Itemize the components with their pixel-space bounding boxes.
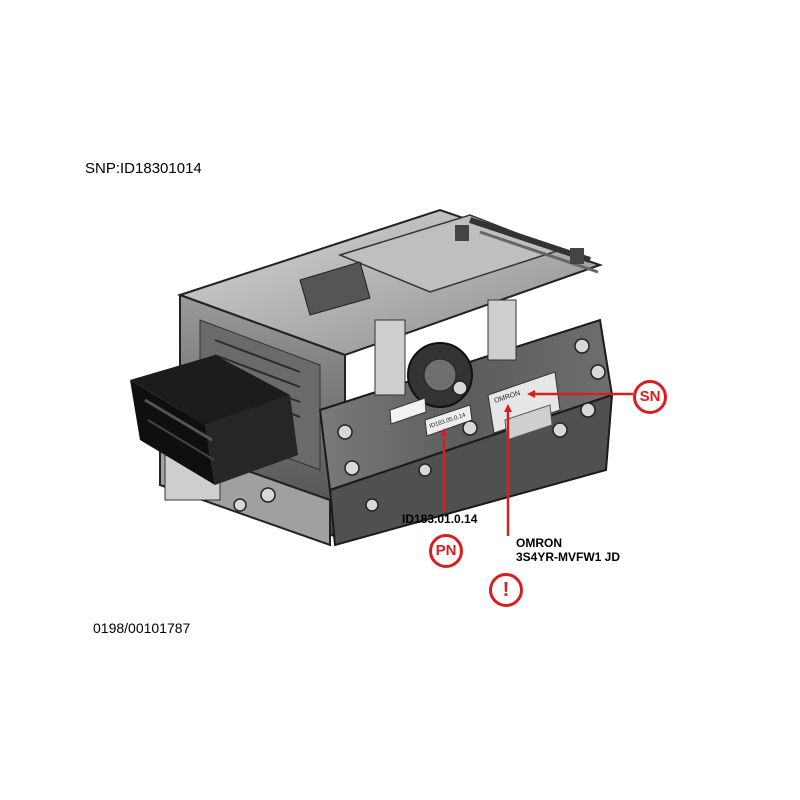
warning-icon: ! bbox=[489, 573, 523, 607]
maker-name: OMRON bbox=[516, 536, 562, 550]
sn-arrow-icon bbox=[527, 390, 535, 398]
front-plate: ID183.05.0.14 OMRON bbox=[233, 299, 614, 547]
top-cover bbox=[176, 208, 604, 357]
part-code: 0198/00101787 bbox=[93, 620, 191, 636]
sn-badge: SN bbox=[633, 380, 667, 414]
pn-arrow-icon bbox=[440, 428, 448, 436]
maker-info: OMRON 3S4YR-MVFW1 JD bbox=[516, 536, 620, 564]
snp-number: SNP:ID18301014 bbox=[85, 160, 202, 177]
warning-arrow-icon bbox=[504, 404, 512, 412]
pn-badge: PN bbox=[429, 534, 463, 568]
pn-value: ID183.01.0.14 bbox=[402, 512, 478, 526]
card-entry-bezel bbox=[130, 355, 298, 485]
maker-model: 3S4YR-MVFW1 JD bbox=[516, 550, 621, 564]
callout-lines bbox=[442, 392, 633, 536]
